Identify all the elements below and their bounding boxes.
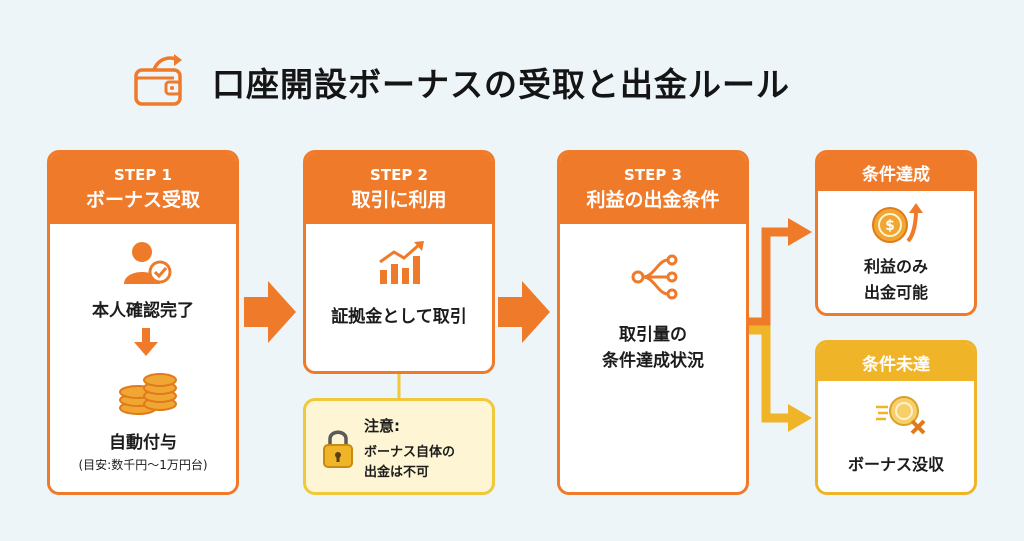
outcome-failure-line1: ボーナス没収 [847,455,944,474]
step1-item1: 本人確認完了 [92,301,194,321]
wallet-icon [134,54,182,106]
branch-failure-arrow [749,325,790,423]
step1-header: STEP 1 ボーナス受取 [50,153,236,224]
step2-item1: 証拠金として取引 [331,307,467,327]
user-check-icon [124,242,172,284]
step1-item2: 自動付与 [109,433,177,453]
lock-icon [323,430,353,468]
outcome-failure-card: 条件未達 ボーナス没収 [815,340,977,495]
step3-header: STEP 3 利益の出金条件 [560,153,746,224]
step3-number: STEP 3 [624,165,682,184]
step2-title: 取引に利用 [351,188,447,211]
outcome-success-line2: 出金可能 [863,283,928,302]
arrow-step2-to-step3 [498,281,550,343]
step1-title: ボーナス受取 [85,188,200,211]
note-line1: ボーナス自体の [364,445,456,460]
step3-item1-line1: 取引量の [619,325,687,345]
step2-header: STEP 2 取引に利用 [306,153,492,224]
arrow-step1-to-step2 [244,281,296,343]
step3-title: 利益の出金条件 [586,188,720,211]
title-area: 口座開設ボーナスの受取と出金ルール [130,50,790,114]
step2-card: STEP 2 取引に利用 証拠金として取引 [303,150,495,374]
branch-icon [631,254,678,300]
step2-number: STEP 2 [370,165,428,184]
arrow-down-icon [134,328,158,356]
step3-card: STEP 3 利益の出金条件 取引量の 条件達成状況 [557,150,749,495]
outcome-success-line1: 利益のみ [863,257,928,276]
outcome-success-card: 条件達成 $ 利益のみ 出金可能 [815,150,977,316]
step1-body: 本人確認完了 自動付与 (目安:数千円〜1万円台) [50,224,236,492]
step3-item1-line2: 条件達成状況 [602,351,704,371]
note-line2: 出金は不可 [364,465,430,480]
step3-body: 取引量の 条件達成状況 [560,224,746,492]
step1-number: STEP 1 [114,165,172,184]
step1-card: STEP 1 ボーナス受取 本人確認完了 自動付与 (目安 [47,150,239,495]
page-title: 口座開設ボーナスの受取と出金ルール [212,65,790,104]
coin-up-icon: $ [872,203,923,243]
coins-stack-icon [119,373,177,415]
note-heading: 注意: [364,417,400,435]
outcome-success-header: 条件達成 [818,153,974,191]
svg-text:$: $ [885,218,895,234]
branch-success-arrow [749,227,790,327]
coin-cancel-icon [876,396,926,435]
warning-note: 注意: ボーナス自体の 出金は不可 [303,398,495,495]
chart-growth-icon [379,241,424,284]
step1-item2-note: (目安:数千円〜1万円台) [78,458,208,472]
step2-body: 証拠金として取引 [306,224,492,371]
outcome-failure-header: 条件未達 [818,343,974,381]
